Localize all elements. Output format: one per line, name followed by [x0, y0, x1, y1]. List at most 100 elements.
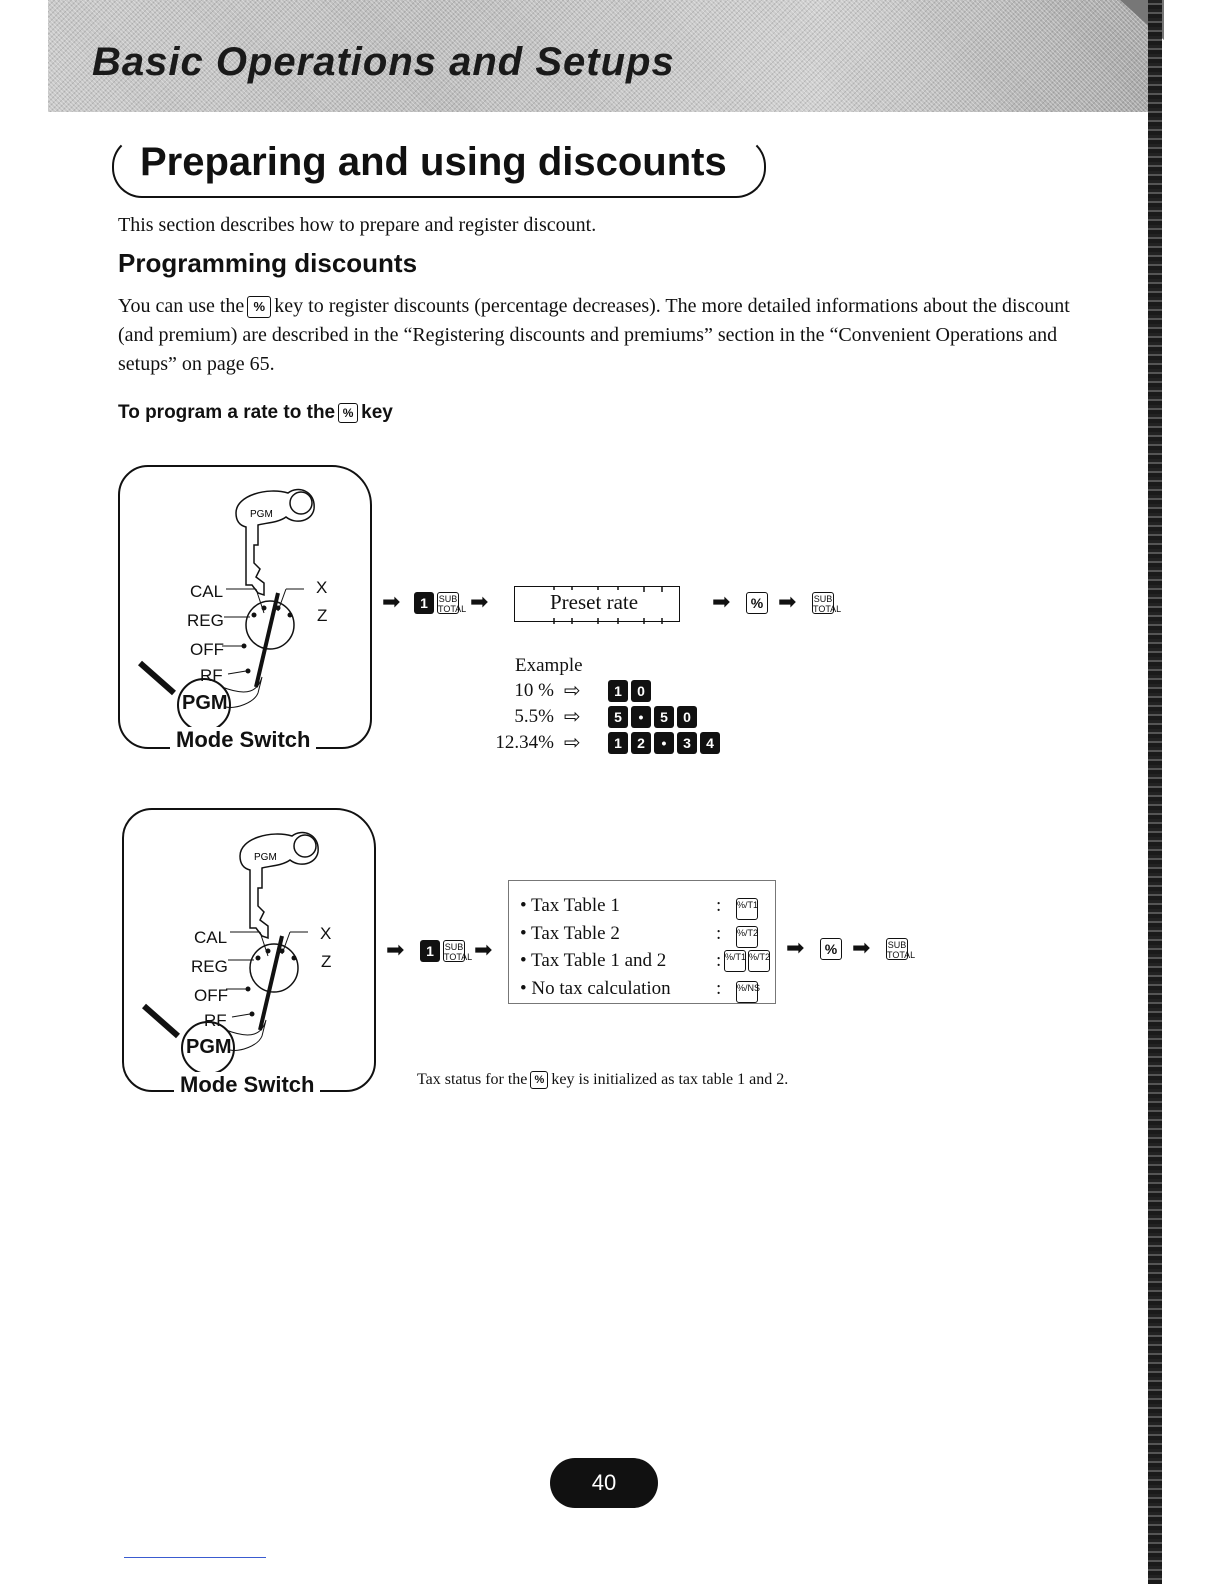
- percent-key: %: [746, 592, 768, 614]
- pgm-badge: PGM: [186, 1036, 232, 1058]
- pos-x: X: [316, 578, 328, 597]
- digit-key: •: [631, 706, 651, 728]
- section-title: Preparing and using discounts: [140, 140, 727, 184]
- pos-rf: RF: [204, 1011, 227, 1030]
- example-rate: 10 %: [514, 680, 554, 701]
- pos-off: OFF: [190, 640, 224, 659]
- tax-option-label: • Tax Table 1 and 2: [520, 950, 667, 971]
- pos-cal: CAL: [190, 582, 224, 601]
- key-1: 1: [420, 940, 440, 962]
- key-sequence-start: 1 SUB TOTAL: [420, 940, 473, 962]
- pgm-badge: PGM: [182, 692, 228, 714]
- tax-option-label: • No tax calculation: [520, 978, 671, 999]
- digit-key: 1: [608, 732, 628, 754]
- key-tag-text: PGM: [254, 852, 277, 863]
- preset-box-ticks: [553, 586, 663, 624]
- subtotal-key: SUB TOTAL: [886, 938, 916, 963]
- digit-key: 0: [631, 680, 651, 702]
- tax1-key-icon: %/T1: [736, 898, 758, 920]
- footer-rule: [124, 1557, 266, 1558]
- pos-z: Z: [317, 606, 328, 625]
- percent-key-icon: %: [820, 938, 842, 960]
- hollow-arrow-icon: ⇨: [564, 704, 581, 728]
- subtotal-key-icon: SUB TOTAL: [886, 938, 916, 960]
- arrow-icon: ➡: [470, 590, 489, 615]
- digit-key: 5: [608, 706, 628, 728]
- notax-key: %/NS: [736, 978, 760, 1003]
- chapter-title: Basic Operations and Setups: [92, 40, 675, 84]
- step-title-part2: key: [361, 402, 393, 423]
- dial-pointer: [258, 935, 284, 1031]
- key-tag-text: PGM: [250, 509, 273, 520]
- tax-option-label: • Tax Table 2: [520, 923, 620, 944]
- sub-heading: Programming discounts: [118, 248, 418, 278]
- key-icon: [239, 831, 319, 940]
- mode-switch-label: Mode Switch: [174, 1072, 321, 1098]
- mode-switch-illustration: PGM: [138, 488, 315, 732]
- percent-key-icon: %: [338, 402, 359, 423]
- desc-part1: You can use the: [118, 295, 245, 317]
- digit-key: 1: [608, 680, 628, 702]
- colon: :: [716, 895, 722, 916]
- step-title-part1: To program a rate to the: [118, 402, 336, 423]
- percent-key: %: [820, 938, 842, 960]
- hollow-arrow-icon: ⇨: [564, 678, 581, 702]
- digit-key: •: [654, 732, 674, 754]
- example-title: Example: [515, 655, 583, 676]
- description-paragraph: You can use the%key to register discount…: [118, 292, 1078, 379]
- tax2-key-icon: %/T2: [736, 926, 758, 948]
- preset-rate-box: [514, 586, 680, 622]
- pos-cal: CAL: [194, 928, 228, 947]
- pos-off: OFF: [194, 986, 228, 1005]
- arrow-icon: ➡: [778, 590, 797, 615]
- magnifier-handle: [138, 660, 176, 696]
- digit-key: 3: [677, 732, 697, 754]
- mode-switch-illustration: PGM: [142, 831, 319, 1075]
- mode-switch-label: Mode Switch: [170, 727, 317, 753]
- step-title: To program a rate to the%key: [118, 402, 393, 424]
- arrow-icon: ➡: [852, 936, 871, 961]
- subtotal-key-icon: SUB TOTAL: [812, 592, 842, 614]
- key-sequence-start: 1 SUB TOTAL: [414, 592, 466, 614]
- tax-options-box: [508, 880, 776, 1004]
- dial-pointer: [254, 592, 280, 688]
- example-rate: 5.5%: [514, 706, 554, 727]
- footnote-part1: Tax status for the: [417, 1071, 528, 1088]
- hollow-arrow-icon: ⇨: [564, 730, 581, 754]
- section-title-frame: [112, 136, 766, 198]
- magnifier-handle: [142, 1003, 180, 1039]
- arrow-icon: ➡: [712, 590, 731, 615]
- pos-x: X: [320, 924, 332, 943]
- example-rate: 12.34%: [495, 732, 554, 753]
- key-icon: [235, 488, 315, 597]
- dial-icon: [245, 600, 295, 650]
- arrow-icon: ➡: [786, 936, 805, 961]
- colon: :: [716, 978, 722, 999]
- tax1-key-icon: %/T1: [724, 950, 746, 972]
- subtotal-key-icon: SUB TOTAL: [443, 940, 473, 962]
- notax-key-icon: %/NS: [736, 981, 760, 1003]
- key-1: 1: [414, 592, 434, 614]
- digit-key: 2: [631, 732, 651, 754]
- tax2-key: %/T2: [736, 923, 758, 948]
- arrow-icon: ➡: [474, 938, 493, 963]
- tax-option-label: • Tax Table 1: [520, 895, 620, 916]
- pos-reg: REG: [187, 611, 224, 630]
- header-band: [48, 0, 1148, 112]
- tax12-keys: %/T1%/T2: [724, 950, 770, 972]
- tax-status-note: Tax status for the%key is initialized as…: [417, 1071, 788, 1090]
- page-number: 40: [550, 1458, 658, 1508]
- percent-key-icon: %: [530, 1071, 549, 1090]
- page-edge: [1148, 0, 1162, 1584]
- desc-part2: key to register discounts (percentage de…: [118, 295, 1070, 375]
- digit-key: 5: [654, 706, 674, 728]
- pos-z: Z: [321, 952, 332, 971]
- colon: :: [716, 950, 722, 971]
- percent-key-icon: %: [247, 296, 272, 319]
- arrow-icon: ➡: [386, 938, 405, 963]
- pos-reg: REG: [191, 957, 228, 976]
- intro-text: This section describes how to prepare an…: [118, 214, 597, 236]
